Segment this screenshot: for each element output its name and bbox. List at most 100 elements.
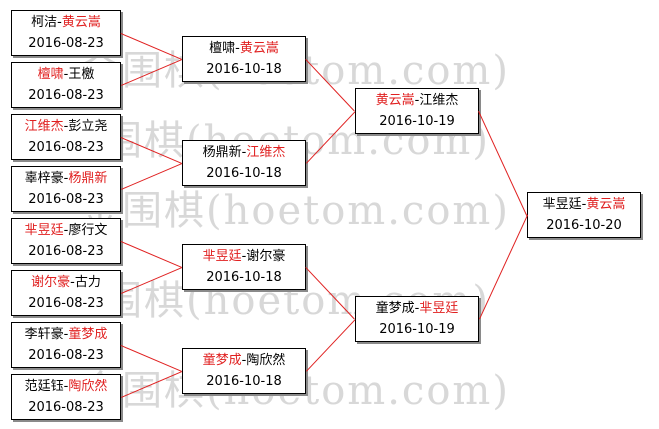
player-one-name: 檀啸 [209,41,236,56]
match-box-round-1: 柯洁-黄云嵩 2016-08-23 [11,10,121,56]
player-separator: - [63,327,69,342]
player-two-name: 江维杰 [246,145,286,160]
bracket-connector [479,215,528,320]
match-players: 范廷钰-陶欣然 [12,376,120,397]
match-box-round-1: 谢尔豪-古力 2016-08-23 [11,270,121,316]
bracket-connector [306,319,356,372]
player-separator: - [63,379,69,394]
bracket-connector [121,163,183,190]
player-separator: - [241,249,247,264]
match-date: 2016-08-23 [28,140,104,155]
match-box-round-3: 童梦成-芈昱廷 2016-10-19 [355,296,479,342]
player-separator: - [63,171,69,186]
match-box-round-2: 芈昱廷-谢尔豪 2016-10-18 [182,244,306,290]
match-box-round-1: 辜梓豪-杨鼎新 2016-08-23 [11,166,121,212]
player-separator: - [235,41,240,56]
player-one-name: 芈昱廷 [542,197,582,212]
match-date: 2016-10-18 [206,374,282,389]
player-separator: - [63,223,69,238]
player-one-name: 檀啸 [37,67,64,82]
match-date: 2016-08-23 [28,348,104,363]
match-players: 童梦成-芈昱廷 [356,298,478,319]
match-date: 2016-08-23 [28,296,104,311]
match-box-round-1: 范廷钰-陶欣然 2016-08-23 [11,374,121,420]
player-one-name: 辜梓豪 [24,171,64,186]
match-players: 柯洁-黄云嵩 [12,12,120,33]
match-players: 檀啸-王檄 [12,64,120,85]
bracket-connector [121,59,183,86]
bracket-connector [121,371,183,398]
match-players: 童梦成-陶欣然 [183,350,305,371]
player-one-name: 李轩豪 [24,327,64,342]
player-two-name: 江维杰 [419,93,459,108]
match-date: 2016-10-19 [379,322,455,337]
match-box-round-2: 童梦成-陶欣然 2016-10-18 [182,348,306,394]
bracket-connector [305,267,355,320]
bracket-connector [305,59,355,112]
player-two-name: 陶欣然 [246,353,286,368]
player-two-name: 芈昱廷 [419,301,459,316]
match-players: 杨鼎新-江维杰 [183,142,305,163]
final-match-box: 芈昱廷-黄云嵩 2016-10-20 [527,192,641,238]
bracket-connector [120,345,182,372]
match-box-round-1: 芈昱廷-廖行文 2016-08-23 [11,218,121,264]
bracket-connector [120,33,182,60]
player-one-name: 黄云嵩 [375,93,415,108]
player-separator: - [414,93,420,108]
player-separator: - [63,67,69,82]
bracket-connector [478,111,527,216]
match-date: 2016-08-23 [28,88,104,103]
player-separator: - [581,197,587,212]
match-players: 芈昱廷-廖行文 [12,220,120,241]
match-players: 芈昱廷-谢尔豪 [183,246,305,267]
bracket-connector [120,241,182,268]
player-two-name: 黄云嵩 [586,197,626,212]
player-two-name: 童梦成 [68,327,108,342]
match-players: 芈昱廷-黄云嵩 [528,194,640,215]
match-date: 2016-08-23 [28,244,104,259]
player-two-name: 黄云嵩 [239,41,279,56]
match-date: 2016-10-19 [379,114,455,129]
match-players: 黄云嵩-江维杰 [356,90,478,111]
player-separator: - [70,275,75,290]
player-one-name: 芈昱廷 [24,223,64,238]
match-players: 李轩豪-童梦成 [12,324,120,345]
player-one-name: 江维杰 [24,119,64,134]
player-separator: - [57,15,62,30]
player-one-name: 柯洁 [31,15,58,30]
player-separator: - [414,301,420,316]
player-one-name: 谢尔豪 [31,275,71,290]
player-two-name: 彭立尧 [68,119,108,134]
bracket-connector [120,137,182,164]
match-date: 2016-10-18 [206,62,282,77]
player-one-name: 童梦成 [375,301,415,316]
match-players: 辜梓豪-杨鼎新 [12,168,120,189]
match-date: 2016-10-20 [546,218,622,233]
bracket-connector [121,267,183,294]
player-one-name: 童梦成 [202,353,242,368]
player-separator: - [241,353,247,368]
match-box-round-1: 李轩豪-童梦成 2016-08-23 [11,322,121,368]
match-box-round-1: 檀啸-王檄 2016-08-23 [11,62,121,108]
bracket-connector [306,111,356,164]
player-two-name: 杨鼎新 [68,171,108,186]
match-date: 2016-08-23 [28,36,104,51]
player-two-name: 黄云嵩 [61,15,101,30]
player-two-name: 古力 [74,275,101,290]
player-separator: - [63,119,69,134]
match-date: 2016-08-23 [28,192,104,207]
match-players: 谢尔豪-古力 [12,272,120,293]
player-two-name: 陶欣然 [68,379,108,394]
match-date: 2016-10-18 [206,270,282,285]
match-players: 檀啸-黄云嵩 [183,38,305,59]
match-box-round-3: 黄云嵩-江维杰 2016-10-19 [355,88,479,134]
match-box-round-1: 江维杰-彭立尧 2016-08-23 [11,114,121,160]
player-two-name: 廖行文 [68,223,108,238]
player-one-name: 范廷钰 [24,379,64,394]
match-box-round-2: 檀啸-黄云嵩 2016-10-18 [182,36,306,82]
player-one-name: 杨鼎新 [202,145,242,160]
player-one-name: 芈昱廷 [202,249,242,264]
player-two-name: 王檄 [68,67,95,82]
match-date: 2016-08-23 [28,400,104,415]
